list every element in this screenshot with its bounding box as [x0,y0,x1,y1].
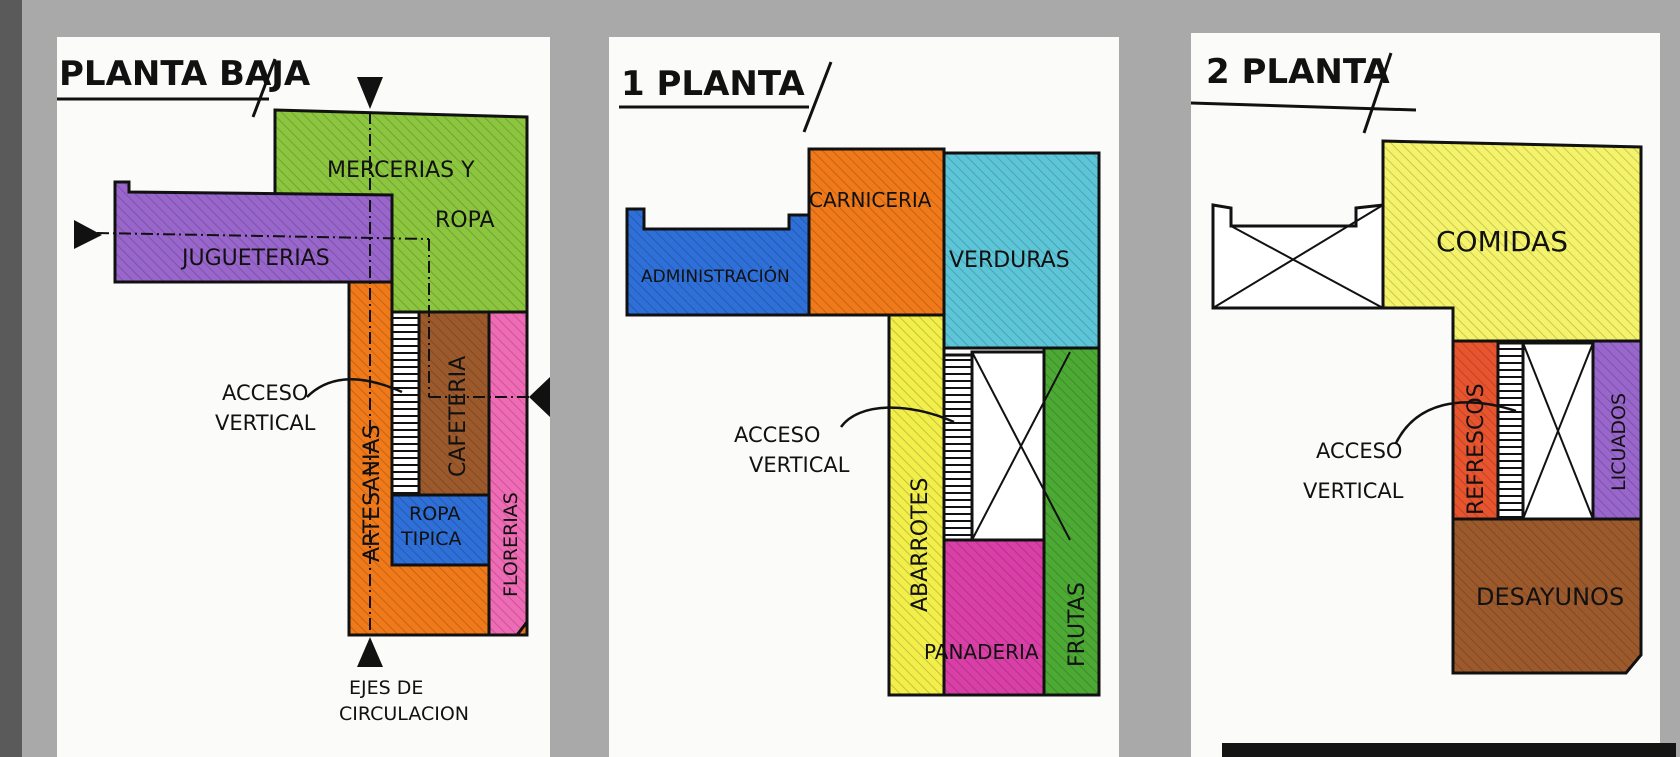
axis-marker-left-icon [74,220,102,249]
axis-marker-top-icon [357,77,383,109]
stairs-1-planta [942,353,974,542]
hatch-carniceria [809,149,944,315]
hatch-cafeteria [419,312,489,495]
label-mercerias: MERCERIAS Y [327,158,475,183]
hatch-abarrotes [889,315,944,695]
title-1-planta: 1 PLANTA [621,64,805,104]
void-left-cross-b [1230,225,1384,309]
void-cross-d [971,351,1071,541]
axis-marker-bottom-icon [357,637,383,667]
label-panaderia: PANADERIA [924,640,1039,664]
hatch-administracion [627,209,809,315]
label-artesanias: ARTESANIAS [360,425,385,562]
label-carniceria: CARNICERIA [809,188,932,212]
label-licuados: LICUADOS [1608,393,1630,491]
label-ropa: ROPA [435,208,495,233]
sheet-1-planta: 1 PLANTA CARNICERIA VERDURAS ADMINISTRAC… [609,37,1119,757]
label-desayunos: DESAYUNOS [1476,583,1624,611]
floor-plan-1-planta: 1 PLANTA CARNICERIA VERDURAS ADMINISTRAC… [619,61,1101,697]
hatch-comidas [1383,141,1641,341]
background-edge [0,0,22,757]
void-1-planta-cover [970,350,1046,542]
stairs-planta-baja [390,310,421,497]
axis-marker-right-icon [529,377,550,417]
title-slash [802,61,833,133]
label-abarrotes: ABARROTES [908,478,933,612]
void-left-cross-a [1212,204,1384,309]
note-vertical: VERTICAL [1303,479,1404,503]
note-vertical: VERTICAL [215,411,316,435]
note-ejes: EJES DE [349,677,423,699]
title-underline [1191,101,1417,112]
label-florerias: FLORERIAS [500,492,522,597]
void-right-cross-b [1522,342,1594,520]
label-ropa-tipica-2: TIPICA [400,528,462,550]
axis-horizontal [96,232,430,240]
label-refrescos: REFRESCOS [1464,383,1489,515]
stairs-2-planta [1496,341,1525,521]
hatch-refrescos [1453,341,1498,519]
hatch-verduras [944,153,1099,348]
note-acceso: ACCESO [222,381,308,405]
sheet-planta-baja: PLANTA BAJA MERCERIAS Y ROPA JUGUETERIAS… [57,37,550,757]
hatch-jugueterias [115,182,392,282]
label-jugueterias: JUGUETERIAS [180,246,330,271]
leader-acceso [839,406,955,428]
title-slash [251,58,277,118]
label-administracion: ADMINISTRACIÓN [641,265,790,287]
hatch-desayunos [1453,519,1641,673]
label-frutas: FRUTAS [1065,582,1090,667]
dark-strip [1222,743,1676,757]
title-slash [1362,52,1393,134]
label-cafeteria: CAFETERIA [446,356,471,477]
hatch-florerias [489,312,527,635]
note-vertical: VERTICAL [749,453,850,477]
hatch-frutas [1044,348,1099,695]
hatch-panaderia [944,540,1044,695]
hatch-ropa-tipica [392,495,489,565]
title-2-planta: 2 PLANTA [1206,52,1390,92]
note-circulacion: CIRCULACION [339,703,469,725]
label-comidas: COMIDAS [1436,225,1568,258]
hatch-licuados [1593,341,1641,519]
floor-plan-planta-baja: PLANTA BAJA MERCERIAS Y ROPA JUGUETERIAS… [57,54,550,725]
leader-acceso [1394,401,1517,444]
note-acceso: ACCESO [734,423,820,447]
label-verduras: VERDURAS [949,248,1070,273]
floor-plan-2-planta: 2 PLANTA COMIDAS REFRESCOS LICUADOS DESA… [1191,52,1643,675]
leader-acceso [306,378,403,398]
label-ropa-tipica-1: ROPA [409,503,460,525]
sheet-2-planta: 2 PLANTA COMIDAS REFRESCOS LICUADOS DESA… [1191,33,1660,757]
note-acceso: ACCESO [1316,439,1402,463]
